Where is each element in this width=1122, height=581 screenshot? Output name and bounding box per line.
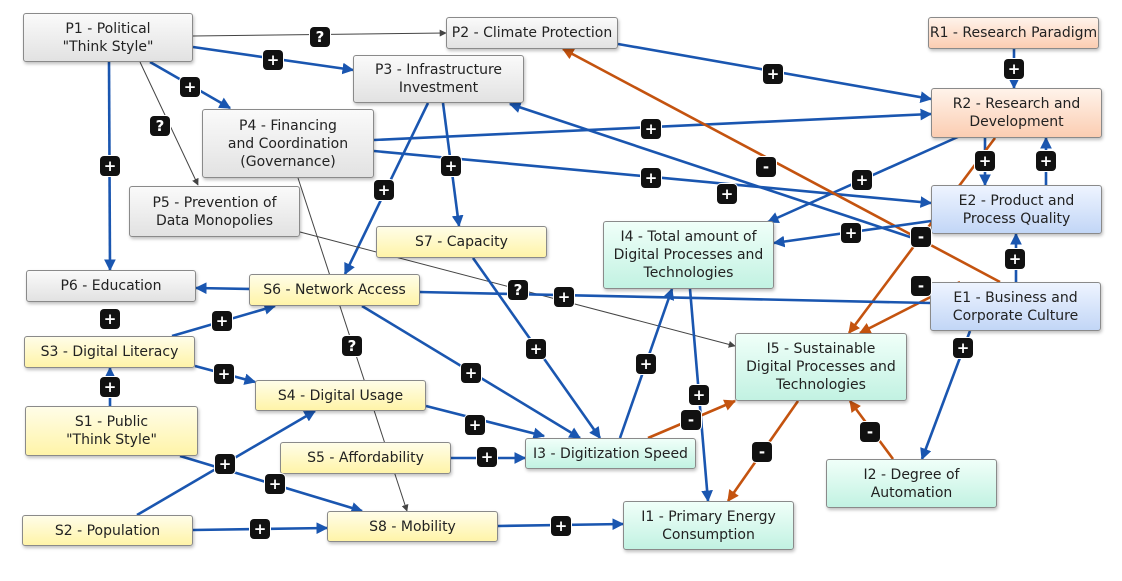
edge-sign-p1-to-p5: ? bbox=[150, 116, 170, 136]
edge-sign-i3-to-i5: - bbox=[681, 410, 701, 430]
node-s5-affordability[interactable]: S5 - Affordability bbox=[280, 442, 451, 474]
edge-sign-s7-to-i3: + bbox=[526, 339, 546, 359]
node-e1-business-and-corporate-culture[interactable]: E1 - Business and Corporate Culture bbox=[930, 282, 1101, 331]
node-p1-political-think-style[interactable]: P1 - Political "Think Style" bbox=[23, 13, 193, 62]
edge-sign-i5-to-i1: - bbox=[752, 442, 772, 462]
edge-sign-e1-to-p2: - bbox=[756, 157, 776, 177]
edge-sign-s5-to-i3: + bbox=[477, 447, 497, 467]
edge-sign-e2-to-i4: + bbox=[841, 223, 861, 243]
edge-sign-p4-to-r2: + bbox=[641, 119, 661, 139]
edge-sign-s8-to-i1: + bbox=[551, 516, 571, 536]
edge-sign-s1-to-s8: + bbox=[265, 474, 285, 494]
edge-sign-p4-to-s8: ? bbox=[342, 336, 362, 356]
node-p2-climate-protection[interactable]: P2 - Climate Protection bbox=[446, 17, 618, 49]
node-s1-public-think-style[interactable]: S1 - Public "Think Style" bbox=[25, 406, 198, 456]
edge-sign-r2-to-i4: + bbox=[852, 170, 872, 190]
node-s3-digital-literacy[interactable]: S3 - Digital Literacy bbox=[24, 336, 195, 368]
edge-sign-e1-to-e2: + bbox=[1005, 249, 1025, 269]
node-r1-research-paradigm[interactable]: R1 - Research Paradigm bbox=[928, 17, 1099, 49]
edge-sign-s2-to-s8: + bbox=[250, 519, 270, 539]
node-s4-digital-usage[interactable]: S4 - Digital Usage bbox=[255, 380, 426, 411]
edge-sign-r1-to-r2: + bbox=[1004, 59, 1024, 79]
node-i4-total-amount-of-digital-processes[interactable]: I4 - Total amount of Digital Processes a… bbox=[603, 221, 774, 289]
edge-sign-e1-to-p6: + bbox=[554, 287, 574, 307]
edge-sign-s2-to-s4: + bbox=[215, 454, 235, 474]
edge-sign-p2-to-r2: + bbox=[763, 64, 783, 84]
edge-sign-e2-to-r2: + bbox=[1036, 151, 1056, 171]
edge-sign-s6-to-i3: + bbox=[461, 363, 481, 383]
edge-sign-p3-to-s6: + bbox=[374, 180, 394, 200]
edge-sign-p3-to-s7: + bbox=[441, 156, 461, 176]
edge-sign-r2-to-e2: + bbox=[975, 151, 995, 171]
edge-sign-p1-to-p3: + bbox=[263, 50, 283, 70]
node-s8-mobility[interactable]: S8 - Mobility bbox=[327, 511, 498, 542]
edge-sign-s3-to-s6: + bbox=[212, 311, 232, 331]
edge-sign-p1-to-p4: + bbox=[180, 77, 200, 97]
node-p4-financing-and-coordination[interactable]: P4 - Financing and Coordination (Governa… bbox=[202, 109, 374, 178]
edge-sign-s3-to-s4: + bbox=[214, 364, 234, 384]
edge-sign-s6-to-s3: + bbox=[100, 309, 120, 329]
edge-sign-e1-to-i2: + bbox=[953, 338, 973, 358]
node-i2-degree-of-automation[interactable]: I2 - Degree of Automation bbox=[826, 459, 997, 508]
edge-sign-s4-to-i3: + bbox=[465, 415, 485, 435]
edge-e2-to-p3 bbox=[508, 101, 932, 246]
node-e2-product-and-process-quality[interactable]: E2 - Product and Process Quality bbox=[931, 185, 1102, 234]
edge-sign-p4-to-e2: + bbox=[641, 168, 661, 188]
edge-sign-e1-to-i5: - bbox=[911, 276, 931, 296]
node-p3-infrastructure-investment[interactable]: P3 - Infrastructure Investment bbox=[353, 55, 524, 103]
edge-sign-p1-to-p2: ? bbox=[310, 27, 330, 47]
edge-sign-p5-to-i5: ? bbox=[508, 280, 528, 300]
edge-sign-r2-to-i5: - bbox=[911, 227, 931, 247]
edge-sign-e2-to-p3: + bbox=[717, 184, 737, 204]
node-i1-primary-energy-consumption[interactable]: I1 - Primary Energy Consumption bbox=[623, 501, 794, 550]
edge-sign-i3-to-i4: + bbox=[636, 354, 656, 374]
node-s7-capacity[interactable]: S7 - Capacity bbox=[376, 226, 547, 258]
edge-sign-i4-to-i1: + bbox=[689, 385, 709, 405]
edge-sign-p1-to-p6: + bbox=[100, 156, 120, 176]
node-p5-prevention-of-data-monopolies[interactable]: P5 - Prevention of Data Monopolies bbox=[129, 186, 300, 237]
edge-sign-i2-to-i5: - bbox=[860, 422, 880, 442]
node-s6-network-access[interactable]: S6 - Network Access bbox=[249, 274, 420, 306]
edge-sign-s1-to-s3: + bbox=[100, 377, 120, 397]
node-r2-research-and-development[interactable]: R2 - Research and Development bbox=[931, 88, 1102, 138]
node-i3-digitization-speed[interactable]: I3 - Digitization Speed bbox=[525, 438, 696, 469]
node-p6-education[interactable]: P6 - Education bbox=[26, 270, 196, 302]
node-i5-sustainable-digital-processes[interactable]: I5 - Sustainable Digital Processes and T… bbox=[735, 333, 907, 401]
node-s2-population[interactable]: S2 - Population bbox=[22, 515, 193, 546]
edge-s4-to-i3 bbox=[425, 404, 546, 440]
